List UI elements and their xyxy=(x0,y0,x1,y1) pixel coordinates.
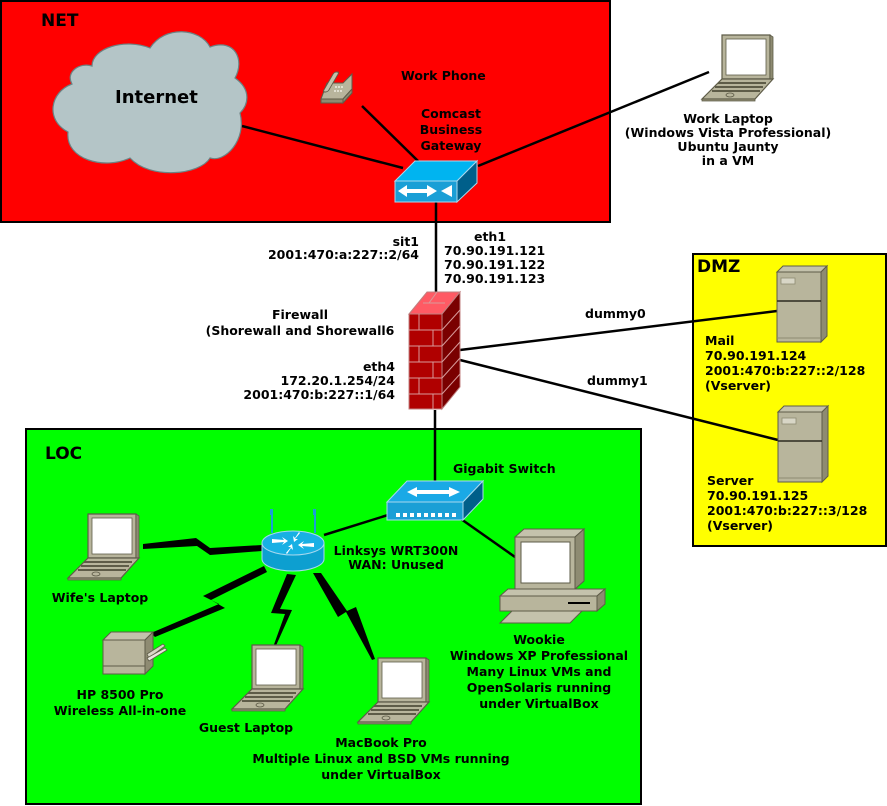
svg-text:in a VM: in a VM xyxy=(702,153,754,168)
svg-text:2001:470:b:227::3/128: 2001:470:b:227::3/128 xyxy=(707,503,867,518)
link-worklaptop-gateway xyxy=(477,70,710,168)
svg-text:under VirtualBox: under VirtualBox xyxy=(321,767,440,782)
server-icon xyxy=(777,405,829,483)
svg-text:eth4: eth4 xyxy=(363,359,395,374)
svg-text:Work Laptop: Work Laptop xyxy=(683,111,773,126)
svg-text:eth1: eth1 xyxy=(474,229,506,244)
svg-text:(Windows Vista Professional): (Windows Vista Professional) xyxy=(625,125,831,140)
mail-server-label: Mail 70.90.191.124 2001:470:b:227::2/128… xyxy=(705,333,865,393)
internet-cloud: Internet xyxy=(52,31,248,174)
work-laptop-icon xyxy=(701,34,774,102)
wookie-desktop-icon xyxy=(498,527,607,624)
wifes-laptop-label: Wife's Laptop xyxy=(52,590,149,605)
svg-text:Many Linux VMs and: Many Linux VMs and xyxy=(467,664,612,679)
gigabit-switch-icon xyxy=(385,479,485,522)
connections xyxy=(241,70,779,559)
printer-icon xyxy=(101,630,168,676)
svg-text:Business: Business xyxy=(420,122,482,137)
eth4-label: eth4 172.20.1.254/24 2001:470:b:227::1/6… xyxy=(243,359,395,402)
svg-text:Wookie: Wookie xyxy=(513,632,565,647)
firewall-icon xyxy=(407,290,462,411)
router-label: Linksys WRT300N WAN: Unused xyxy=(334,543,459,572)
zone-net-title: NET xyxy=(41,11,79,31)
dummy1-label: dummy1 xyxy=(587,373,648,388)
svg-text:sit1: sit1 xyxy=(393,234,419,249)
svg-text:OpenSolaris running: OpenSolaris running xyxy=(467,680,612,695)
svg-text:2001:470:a:227::2/64: 2001:470:a:227::2/64 xyxy=(268,247,419,262)
svg-text:Linksys WRT300N: Linksys WRT300N xyxy=(334,543,459,558)
link-phone-gateway xyxy=(361,105,419,162)
wireless-link-guest-laptop xyxy=(271,574,296,650)
router-icon xyxy=(261,509,325,572)
phone-icon xyxy=(320,71,353,105)
svg-text:70.90.191.123: 70.90.191.123 xyxy=(444,271,545,286)
svg-text:Windows XP Professional: Windows XP Professional xyxy=(450,648,628,663)
svg-text:Firewall: Firewall xyxy=(272,307,328,322)
svg-text:MacBook Pro: MacBook Pro xyxy=(335,735,427,750)
svg-text:(Shorewall and Shorewall6: (Shorewall and Shorewall6 xyxy=(206,323,395,338)
server-label: Server 70.90.191.125 2001:470:b:227::3/1… xyxy=(707,473,867,533)
svg-text:WAN: Unused: WAN: Unused xyxy=(348,557,444,572)
gateway-label: Comcast Business Gateway xyxy=(420,106,482,153)
link-switch-wookie xyxy=(460,517,516,559)
gateway-icon xyxy=(393,159,479,204)
link-firewall-mail xyxy=(459,309,778,352)
internet-label: Internet xyxy=(115,87,198,108)
zone-dmz-title: DMZ xyxy=(697,257,740,277)
svg-text:70.90.191.125: 70.90.191.125 xyxy=(707,488,808,503)
svg-text:70.90.191.122: 70.90.191.122 xyxy=(444,257,545,272)
printer-label: HP 8500 Pro Wireless All-in-one xyxy=(54,687,186,718)
link-switch-router xyxy=(323,513,389,537)
eth1-label: eth1 70.90.191.121 70.90.191.122 70.90.1… xyxy=(444,229,545,286)
wireless-link-wifes-laptop xyxy=(143,538,262,555)
link-firewall-server xyxy=(459,358,779,442)
mail-server-icon xyxy=(776,265,828,343)
gigabit-switch-label: Gigabit Switch xyxy=(453,461,556,476)
wookie-label: Wookie Windows XP Professional Many Linu… xyxy=(450,632,628,711)
svg-text:70.90.191.121: 70.90.191.121 xyxy=(444,243,545,258)
svg-text:under VirtualBox: under VirtualBox xyxy=(479,696,598,711)
work-phone-label: Work Phone xyxy=(401,68,486,83)
work-laptop-label: Work Laptop (Windows Vista Professional)… xyxy=(625,111,831,168)
svg-text:2001:470:b:227::2/128: 2001:470:b:227::2/128 xyxy=(705,363,865,378)
svg-text:Ubuntu Jaunty: Ubuntu Jaunty xyxy=(677,139,778,154)
svg-text:Multiple Linux and BSD VMs run: Multiple Linux and BSD VMs running xyxy=(252,751,509,766)
svg-text:(Vserver): (Vserver) xyxy=(707,518,773,533)
svg-text:172.20.1.254/24: 172.20.1.254/24 xyxy=(281,373,396,388)
wireless-link-macbook xyxy=(313,573,375,660)
firewall-label: Firewall (Shorewall and Shorewall6 xyxy=(206,307,395,338)
link-internet-gateway xyxy=(241,124,404,170)
macbook-label: MacBook Pro Multiple Linux and BSD VMs r… xyxy=(252,735,509,782)
svg-text:Wireless All-in-one: Wireless All-in-one xyxy=(54,703,186,718)
svg-text:HP 8500 Pro: HP 8500 Pro xyxy=(76,687,163,702)
svg-text:(Vserver): (Vserver) xyxy=(705,378,771,393)
svg-text:Comcast: Comcast xyxy=(421,106,481,121)
svg-text:Server: Server xyxy=(707,473,754,488)
zone-loc-title: LOC xyxy=(45,444,82,464)
svg-text:Mail: Mail xyxy=(705,333,734,348)
svg-text:Gateway: Gateway xyxy=(421,138,482,153)
svg-text:70.90.191.124: 70.90.191.124 xyxy=(705,348,807,363)
sit1-label: sit1 2001:470:a:227::2/64 xyxy=(268,234,419,262)
wireless-links xyxy=(143,538,375,660)
dummy0-label: dummy0 xyxy=(585,306,646,321)
guest-laptop-label: Guest Laptop xyxy=(199,720,293,735)
svg-text:2001:470:b:227::1/64: 2001:470:b:227::1/64 xyxy=(243,387,395,402)
wireless-link-printer xyxy=(151,566,267,637)
